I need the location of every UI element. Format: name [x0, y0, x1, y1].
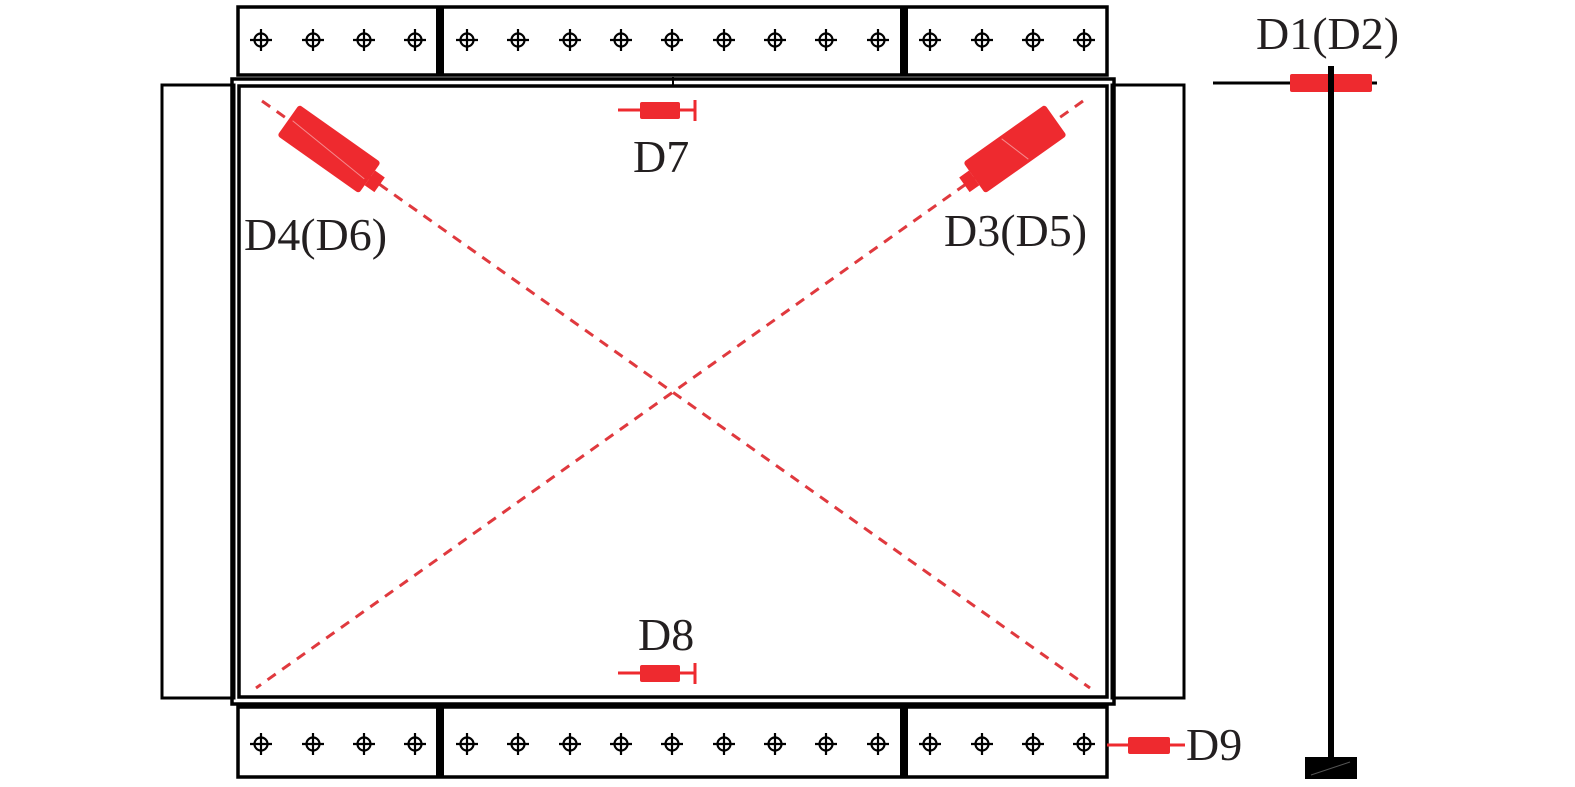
bolt-crosshair-icon — [250, 733, 272, 755]
bolt-crosshair-icon — [661, 733, 683, 755]
bolt-crosshair-icon — [610, 733, 632, 755]
bolt-crosshair-icon — [1022, 29, 1044, 51]
bolt-crosshair-icon — [971, 29, 993, 51]
bolt-crosshair-icon — [610, 29, 632, 51]
bolt-crosshair-icon — [404, 733, 426, 755]
bolt-crosshair-icon — [971, 733, 993, 755]
sensor-d7 — [618, 100, 697, 121]
sensor-d3-d5 — [959, 105, 1066, 193]
label-d3-d5: D3(D5) — [944, 205, 1087, 256]
bolt-crosshair-icon — [1073, 29, 1095, 51]
bolt-crosshair-icon — [867, 733, 889, 755]
bolt-crosshair-icon — [661, 29, 683, 51]
label-d7: D7 — [633, 131, 689, 182]
bolt-crosshair-icon — [404, 29, 426, 51]
label-d1-d2: D1(D2) — [1256, 8, 1399, 59]
right-wing-plate — [1110, 83, 1186, 700]
sensor-d1-d2 — [1290, 72, 1372, 94]
bolt-crosshair-icon — [456, 733, 478, 755]
bolt-crosshair-icon — [1073, 733, 1095, 755]
sensor-d8 — [618, 663, 697, 684]
bolt-crosshair-icon — [353, 733, 375, 755]
bolt-crosshair-icon — [867, 29, 889, 51]
bolt-crosshair-icon — [559, 733, 581, 755]
bolt-crosshair-icon — [1022, 733, 1044, 755]
bolt-crosshair-icon — [559, 29, 581, 51]
sensor-d9 — [1107, 737, 1185, 754]
bolt-crosshair-icon — [250, 29, 272, 51]
top-bolt-strip — [236, 5, 1109, 77]
bolt-crosshair-icon — [815, 29, 837, 51]
bolt-crosshair-icon — [302, 29, 324, 51]
bolt-crosshair-icon — [815, 733, 837, 755]
bottom-bolt-strip — [236, 705, 1109, 779]
top-bolts — [250, 29, 1095, 51]
sensor-d4-d6 — [278, 105, 385, 193]
bolt-crosshair-icon — [507, 733, 529, 755]
label-d9: D9 — [1186, 719, 1242, 770]
bolt-crosshair-icon — [456, 29, 478, 51]
bolt-crosshair-icon — [919, 733, 941, 755]
diagonal-line-d4 — [261, 99, 1091, 690]
bolt-crosshair-icon — [764, 29, 786, 51]
bolt-crosshair-icon — [713, 733, 735, 755]
bottom-bolts — [250, 733, 1095, 755]
label-d8: D8 — [638, 609, 694, 660]
label-d4-d6: D4(D6) — [244, 209, 387, 260]
bolt-crosshair-icon — [507, 29, 529, 51]
bolt-crosshair-icon — [302, 733, 324, 755]
bolt-crosshair-icon — [764, 733, 786, 755]
side-elevation-post — [1213, 66, 1377, 779]
bolt-crosshair-icon — [919, 29, 941, 51]
left-wing-plate — [160, 83, 236, 700]
bolt-crosshair-icon — [353, 29, 375, 51]
diagonal-line-d3 — [255, 99, 1084, 690]
bolt-crosshair-icon — [713, 29, 735, 51]
